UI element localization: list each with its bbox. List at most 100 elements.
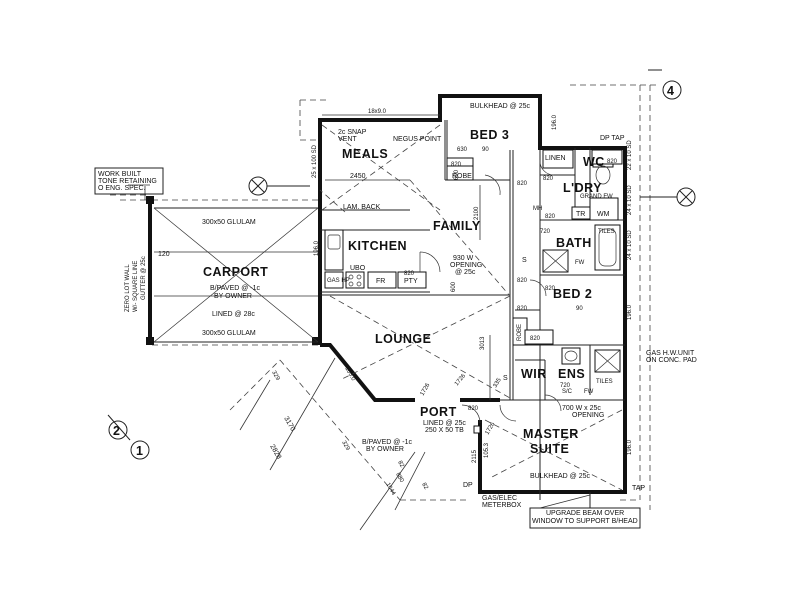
grid-marker-4: 4 bbox=[667, 84, 674, 98]
fixture-mh: MH bbox=[533, 206, 542, 212]
room-label-family: FAMILY bbox=[433, 219, 481, 233]
note-tap: TAP bbox=[632, 485, 645, 492]
dim-196-bed2: 196.0 bbox=[627, 304, 633, 320]
room-label-kitchen: KITCHEN bbox=[348, 239, 407, 253]
note-dp: DP bbox=[463, 482, 473, 489]
dim-329-top: 329 bbox=[270, 370, 281, 382]
section-x-icon-right bbox=[640, 187, 696, 207]
room-label-lounge: LOUNGE bbox=[375, 332, 431, 346]
fixture-pantry: PTY bbox=[404, 278, 418, 285]
fixture-robe-bed3: ROBE bbox=[452, 173, 472, 180]
note-gas-hw-unit: GAS H.W.UNIT bbox=[646, 350, 695, 357]
dim-720-ens: 720 bbox=[560, 383, 571, 389]
exterior-walls bbox=[318, 94, 627, 494]
dim-820-wc: 820 bbox=[607, 159, 618, 165]
dim-820-family: 820 bbox=[517, 181, 528, 187]
dim-196-bed3: 196.0 bbox=[552, 114, 558, 130]
note-boxes bbox=[94, 167, 641, 529]
dim-1044: 1044 bbox=[384, 482, 396, 497]
dim-105-master: 105.3 bbox=[484, 442, 490, 458]
kitchen-fixtures bbox=[324, 229, 427, 289]
dim-820-robe3: 820 bbox=[451, 162, 462, 168]
section-x-icon bbox=[248, 176, 310, 196]
note-zero-lot: ZERO LOT WALL bbox=[125, 264, 131, 312]
room-label-port: PORT bbox=[420, 405, 457, 419]
note-fw-ens: FW bbox=[584, 389, 594, 395]
room-label-bath: BATH bbox=[556, 236, 592, 250]
dim-90-bed3: 90 bbox=[482, 147, 489, 153]
note-opening-height: @ 25c bbox=[455, 269, 476, 276]
dim-600-lounge: 600 bbox=[451, 281, 457, 292]
dim-3170: 3170 bbox=[282, 416, 296, 433]
grid-reference-icon bbox=[107, 69, 682, 460]
room-label-suite: SUITE bbox=[530, 442, 569, 456]
note-carport-owner: BY OWNER bbox=[214, 293, 252, 300]
note-ens-opening: 700 W x 25c bbox=[562, 405, 601, 412]
dim-820-port: 820 bbox=[468, 406, 479, 412]
note-tiles-bath: TILES bbox=[598, 229, 615, 235]
fixture-s-wir: S bbox=[503, 375, 508, 382]
dim-2410-bath: 24 x 10 SD bbox=[627, 230, 633, 260]
storage-boxes bbox=[446, 149, 623, 346]
dim-2115: 2115 bbox=[472, 449, 478, 463]
note-glulam-bottom: 300x50 GLULAM bbox=[202, 330, 256, 337]
room-label-master: MASTER bbox=[523, 427, 579, 441]
dimension-lines bbox=[128, 114, 591, 531]
dim-1726-master: 1726 bbox=[485, 421, 497, 436]
note-opening: OPENING bbox=[450, 262, 482, 269]
note-snap-vent: 2c SNAP bbox=[338, 129, 367, 136]
note-grand-fw: GRAND FW bbox=[580, 194, 613, 200]
fixture-fridge: FR bbox=[376, 278, 385, 285]
note-gas-elec: GAS/ELEC bbox=[482, 495, 517, 502]
note-window-support: WINDOW TO SUPPORT B/HEAD bbox=[532, 518, 638, 525]
grid-marker-1: 1 bbox=[136, 444, 143, 458]
dim-196-kitchen: 196.0 bbox=[314, 240, 320, 256]
note-fw-bath: FW bbox=[575, 260, 585, 266]
dim-720-bath: 720 bbox=[540, 229, 551, 235]
fixture-robe-bed2: ROBE bbox=[517, 324, 523, 341]
dim-820-bed2: 820 bbox=[517, 306, 528, 312]
dim-600-bed3: 600 bbox=[454, 169, 460, 180]
fixture-ubo: UBO bbox=[350, 265, 366, 272]
dim-18x9: 18x9.0 bbox=[368, 109, 387, 115]
dim-820-pty: 820 bbox=[404, 271, 415, 277]
dim-2100: 2100 bbox=[474, 206, 480, 220]
note-bulkhead-bottom: BULKHEAD @ 25c bbox=[530, 473, 591, 480]
room-label-ens: ENS bbox=[558, 367, 585, 381]
note-tiles-ens: TILES bbox=[596, 379, 613, 385]
room-label-ldry: L'DRY bbox=[563, 181, 602, 195]
dim-880: 880 bbox=[394, 472, 405, 484]
fixture-trough: TR bbox=[576, 211, 585, 218]
dim-2410-ldry: 24 x 10 SD bbox=[627, 185, 633, 215]
note-eng-spec: O ENG. SPEC. bbox=[98, 185, 146, 192]
note-dp-tap: DP TAP bbox=[600, 135, 625, 142]
note-opening-width: 930 W bbox=[453, 255, 474, 262]
note-negus-point: NEGUS POINT bbox=[393, 136, 442, 143]
room-label-bed2: BED 2 bbox=[553, 287, 592, 301]
note-vent: VENT bbox=[338, 136, 357, 143]
ceiling-lines bbox=[319, 124, 623, 491]
room-label-wir: WIR bbox=[521, 367, 547, 381]
dim-335: 335 bbox=[493, 377, 504, 389]
dim-820-bath: 820 bbox=[517, 278, 528, 284]
note-carport-paved: B/PAVED @ -1c bbox=[210, 285, 261, 292]
room-label-bed3: BED 3 bbox=[470, 128, 509, 142]
dim-90-bed2: 90 bbox=[576, 306, 583, 312]
dim-329-bottom: 329 bbox=[340, 440, 351, 452]
dim-3013: 3013 bbox=[480, 336, 486, 350]
grid-marker-2: 2 bbox=[113, 424, 120, 438]
note-lam-back: LAM. BACK bbox=[343, 204, 381, 211]
note-port-lined: LINED @ 25c bbox=[423, 420, 466, 427]
room-label-meals: MEALS bbox=[342, 147, 388, 161]
note-square-line: W/- SQUARE LINE bbox=[133, 261, 139, 312]
carport-structure bbox=[146, 196, 320, 345]
note-port-owner: BY OWNER bbox=[366, 446, 404, 453]
note-conc-pad: ON CONC. PAD bbox=[646, 357, 697, 364]
outline-dashed-lines bbox=[110, 84, 660, 510]
dim-2828: 2828 bbox=[268, 444, 282, 461]
note-bulkhead-top: BULKHEAD @ 25c bbox=[470, 103, 531, 110]
dim-120: 120 bbox=[158, 251, 170, 258]
note-linen: LINEN bbox=[545, 155, 566, 162]
dim-820-tr: 820 bbox=[545, 214, 556, 220]
